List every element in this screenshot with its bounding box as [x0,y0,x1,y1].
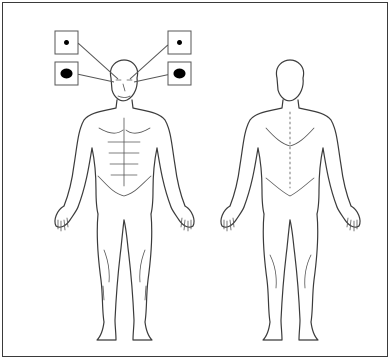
electrode-markers [55,31,191,85]
large-dot-left [61,69,73,79]
large-dot-right [174,69,186,79]
front-body-figure [55,60,194,340]
pointer-line-top-right [130,43,170,79]
small-dot-left [64,40,69,45]
pointer-line-bottom-right [134,74,171,82]
small-dot-right [177,40,182,45]
back-body-figure [221,60,360,340]
pointer-line-bottom-left [77,74,114,82]
pointer-line-top-left [78,43,118,79]
